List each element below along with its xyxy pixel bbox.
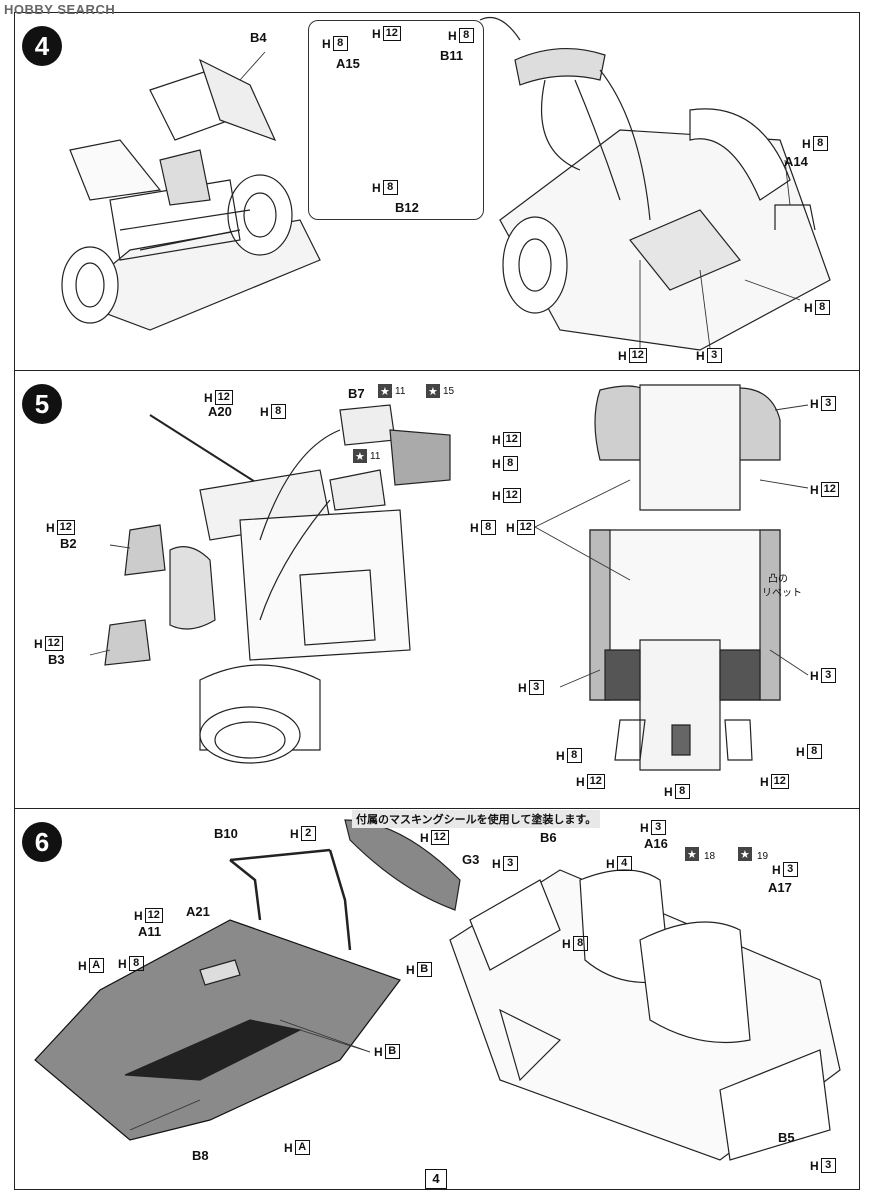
step5-undertray <box>589 384 781 771</box>
step-number-6: 6 <box>22 822 62 862</box>
step4-chassis-left <box>61 58 321 331</box>
part-a14-label: A14 <box>784 154 808 169</box>
step-number-5: 5 <box>22 384 62 424</box>
part-a11-label: A11 <box>138 924 162 939</box>
marking-18-label: 18 <box>704 851 716 862</box>
step6-floor-pan <box>34 819 461 1141</box>
step-number-4: 4 <box>22 26 62 66</box>
step6-seat-tub <box>449 869 841 1161</box>
page-number: 4 <box>425 1169 447 1189</box>
part-g3-label: G3 <box>462 852 480 867</box>
part-b7-label: B7 <box>348 386 365 401</box>
part-b4-label: B4 <box>250 30 267 45</box>
part-b11-label: B11 <box>440 48 464 63</box>
marking-11-label: 11 <box>370 451 381 462</box>
page-frame <box>14 12 860 1190</box>
masking-note-banner: 付属のマスキングシールを使用して塗装します。 <box>352 810 601 828</box>
marking-15-label: 15 <box>443 386 455 397</box>
part-a17-label: A17 <box>768 880 792 895</box>
watermark: HOBBY SEARCH <box>4 2 116 17</box>
part-b5-label: B5 <box>778 1130 795 1145</box>
section-divider <box>14 808 860 809</box>
part-a21-label: A21 <box>186 904 210 919</box>
part-a15-label: A15 <box>336 56 360 71</box>
marking-11-label: 11 <box>395 386 406 397</box>
part-b6-label: B6 <box>540 830 557 845</box>
part-b10-label: B10 <box>214 826 238 841</box>
part-detail-callout <box>308 20 484 220</box>
marking-19-label: 19 <box>757 851 769 862</box>
part-b12-label: B12 <box>395 200 419 215</box>
step4-chassis-right <box>479 16 831 351</box>
svg-text:★: ★ <box>428 385 438 398</box>
part-a20-label: A20 <box>208 404 232 419</box>
svg-text:★: ★ <box>355 450 365 463</box>
svg-text:★: ★ <box>687 848 697 861</box>
part-a16-label: A16 <box>644 836 668 851</box>
rivet-note: 凸の <box>768 574 788 585</box>
svg-text:★: ★ <box>380 385 390 398</box>
rivet-note: リベット <box>762 588 802 599</box>
part-b3-label: B3 <box>48 652 65 667</box>
svg-text:★: ★ <box>740 848 750 861</box>
part-b2-label: B2 <box>60 536 77 551</box>
section-divider <box>14 370 860 371</box>
step5-engine-assembly <box>104 404 451 764</box>
part-b8-label: B8 <box>192 1148 209 1163</box>
